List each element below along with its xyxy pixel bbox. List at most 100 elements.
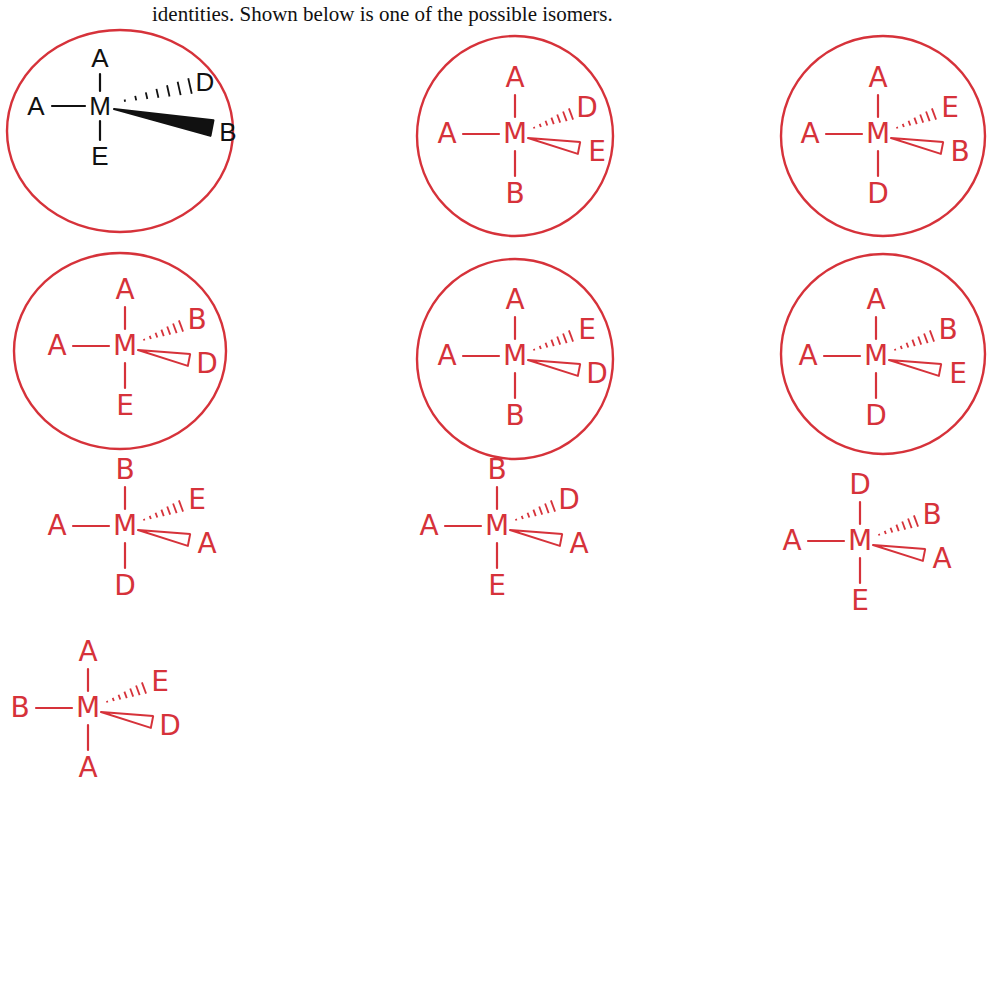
circle-outline — [417, 259, 613, 459]
ligand-letter: B — [505, 402, 524, 430]
solid-wedge — [138, 350, 190, 366]
circle-outline — [781, 36, 985, 236]
circle-outline — [417, 36, 613, 236]
metal-symbol: M — [485, 512, 509, 540]
metal-symbol: M — [89, 93, 111, 119]
hashed-wedge — [909, 121, 911, 126]
hashed-wedge — [130, 689, 133, 697]
hashed-wedge — [918, 337, 921, 345]
hashed-wedge — [914, 118, 916, 124]
hashed-wedge — [146, 92, 147, 99]
isomer-circle: AAMDBE — [5, 28, 235, 234]
metal-symbol: M — [503, 120, 527, 148]
bond-set — [824, 317, 941, 398]
solid-wedge — [889, 360, 941, 376]
isomer-circle: AAMEDB — [415, 257, 615, 461]
ligand-letter: E — [578, 316, 596, 344]
hashed-wedge — [930, 330, 934, 341]
hashed-wedge — [173, 323, 177, 333]
bond-set — [808, 502, 925, 583]
hashed-wedge — [167, 85, 169, 96]
ligand-letter: A — [868, 64, 887, 92]
solid-wedge — [873, 545, 925, 561]
hashed-wedge — [143, 519, 145, 521]
ligand-letter: D — [196, 69, 215, 95]
solid-wedge — [138, 530, 190, 546]
metal-symbol: M — [113, 332, 137, 360]
solid-wedge — [528, 360, 580, 376]
hashed-wedge — [106, 701, 108, 703]
hashed-wedge — [546, 121, 548, 126]
hashed-wedge — [924, 333, 928, 343]
single-bond — [496, 543, 498, 568]
hashed-wedge — [896, 127, 898, 129]
hashed-wedge — [540, 124, 541, 127]
single-bond — [73, 525, 109, 527]
hashed-wedge — [173, 503, 177, 513]
ligand-letter: E — [941, 94, 959, 122]
bond-set — [52, 74, 214, 140]
hashed-wedge — [167, 327, 170, 335]
ligand-letter: D — [159, 712, 181, 740]
solid-wedge — [510, 530, 562, 546]
ligand-letter: A — [437, 342, 456, 370]
ligand-letter: A — [115, 276, 134, 304]
hashed-wedge — [907, 343, 909, 348]
ligand-letter: D — [114, 572, 136, 600]
single-bond — [445, 525, 481, 527]
hashed-wedge — [932, 108, 936, 119]
ligand-letter: A — [569, 530, 588, 558]
ligand-letter: D — [586, 360, 608, 388]
single-bond — [514, 373, 516, 398]
hashed-wedge — [179, 500, 183, 511]
hashed-wedge — [539, 507, 542, 515]
ligand-letter: B — [505, 180, 524, 208]
hashed-wedge — [150, 516, 151, 519]
hashed-wedge — [557, 337, 560, 345]
hashed-wedge — [150, 336, 151, 339]
ligand-letter: A — [800, 120, 819, 148]
hashed-wedge — [522, 516, 523, 519]
ligand-letter: B — [487, 456, 506, 484]
hashed-wedge — [551, 500, 555, 511]
solid-wedge — [891, 138, 943, 154]
hashed-wedge — [179, 320, 183, 331]
hashed-wedge — [878, 534, 880, 536]
ligand-letter: E — [188, 486, 206, 514]
hashed-wedge — [551, 118, 553, 124]
ligand-letter: B — [922, 501, 941, 529]
ligand-letter: B — [115, 456, 134, 484]
single-bond — [808, 540, 844, 542]
isomer-circle: AAMBDE — [12, 251, 228, 451]
hashed-wedge — [188, 78, 191, 94]
hashed-wedge — [896, 525, 898, 531]
hashed-wedge — [533, 510, 535, 516]
hashed-wedge — [902, 522, 905, 530]
question-text: identities. Shown below is one of the po… — [150, 2, 615, 27]
ligand-letter: A — [27, 93, 44, 119]
hashed-wedge — [912, 340, 914, 346]
metal-symbol: M — [848, 527, 872, 555]
hashed-wedge — [156, 513, 158, 518]
single-bond — [514, 95, 516, 117]
single-bond — [496, 487, 498, 509]
bond-set — [73, 307, 190, 388]
isomer-circle: AAMEBD — [779, 34, 987, 238]
hashed-wedge — [113, 698, 114, 701]
single-bond — [87, 725, 89, 750]
hashed-wedge — [563, 333, 567, 343]
single-bond — [824, 355, 860, 357]
single-bond — [859, 502, 861, 524]
metal-symbol: M — [503, 342, 527, 370]
hashed-wedge — [119, 695, 121, 700]
single-bond — [463, 133, 499, 135]
circle-outline — [781, 254, 985, 454]
ligand-letter: A — [932, 545, 951, 573]
circle-outline — [5, 28, 235, 234]
single-bond — [463, 355, 499, 357]
circle-outline — [7, 30, 233, 232]
single-bond — [875, 317, 877, 339]
ligand-letter: A — [437, 120, 456, 148]
hashed-wedge — [515, 519, 517, 521]
single-bond — [73, 345, 109, 347]
